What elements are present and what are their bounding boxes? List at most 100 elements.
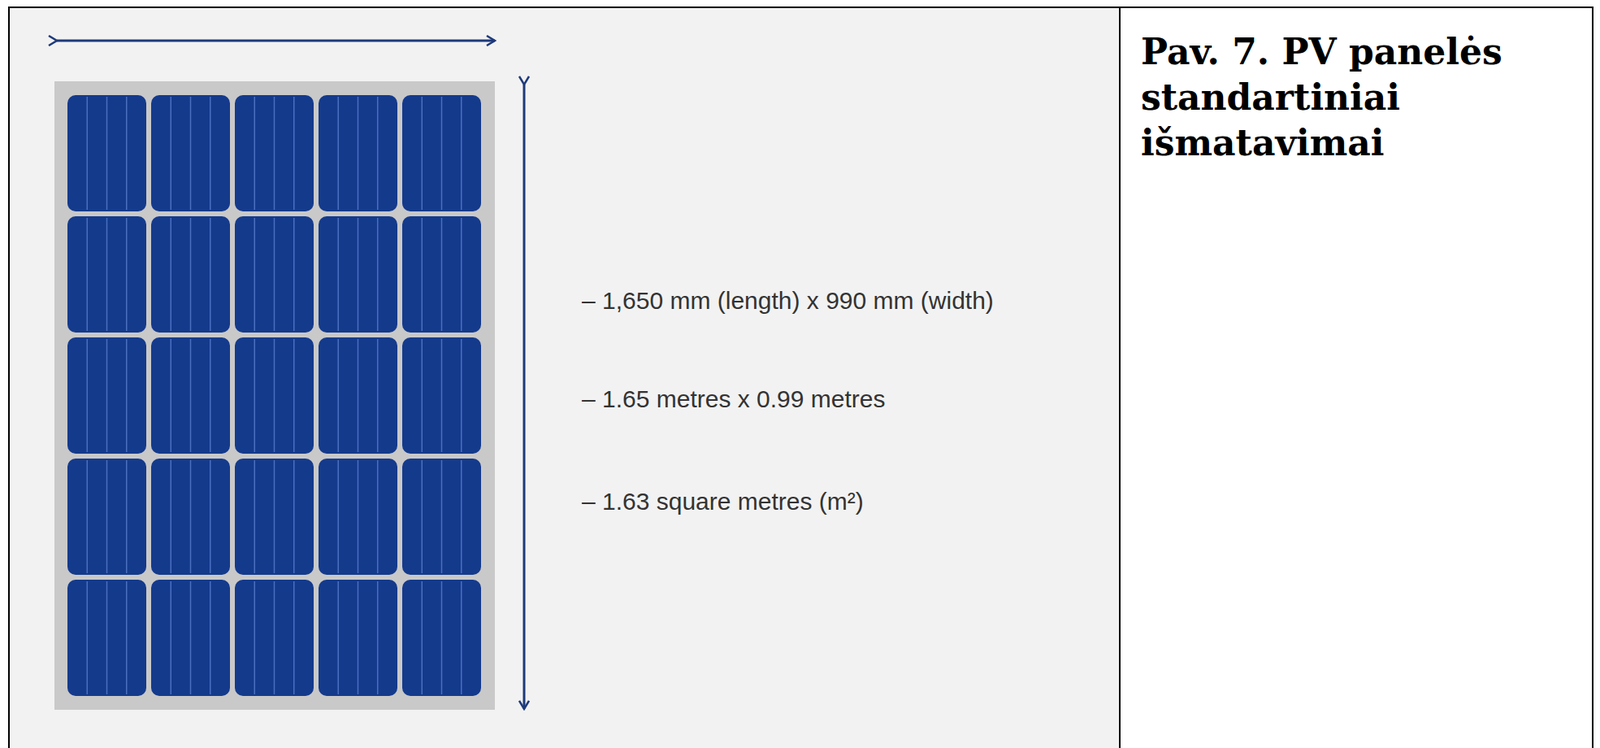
cell-busbar (441, 581, 443, 694)
solar-cell (67, 95, 147, 212)
solar-cell (318, 337, 398, 454)
cell-busbar (209, 217, 212, 331)
solar-cell (151, 216, 230, 333)
cell-busbar (190, 581, 192, 694)
cell-busbar (338, 96, 340, 210)
cell-busbar (170, 459, 173, 573)
cell-busbar (441, 96, 443, 210)
solar-cell (151, 579, 230, 696)
cell-busbar (460, 217, 463, 331)
cell-busbar (273, 96, 276, 210)
length-arrow (523, 84, 526, 709)
cell-busbar (254, 459, 256, 573)
cell-busbar (273, 338, 276, 452)
cell-busbar (209, 96, 212, 210)
solar-cell (402, 95, 482, 212)
cell-busbar (421, 338, 424, 452)
cell-busbar (209, 581, 212, 694)
width-arrow (56, 39, 495, 43)
cell-busbar (190, 338, 192, 452)
solar-cell (234, 337, 314, 454)
solar-cell (234, 216, 314, 333)
cell-busbar (377, 217, 379, 331)
cell-busbar (421, 217, 424, 331)
cell-busbar (293, 581, 295, 694)
solar-cell (318, 458, 398, 575)
table-border (8, 7, 10, 748)
cell-busbar (254, 581, 256, 694)
cell-busbar (357, 459, 360, 573)
cell-busbar (190, 459, 192, 573)
cell-busbar (357, 338, 360, 452)
table-border (1591, 7, 1594, 748)
cell-busbar (125, 217, 128, 331)
cell-busbar (273, 217, 276, 331)
cell-busbar (460, 96, 463, 210)
cell-busbar (421, 459, 424, 573)
table-border (1118, 7, 1121, 748)
cell-busbar (106, 338, 109, 452)
solar-cell (318, 216, 398, 333)
solar-cell (67, 216, 147, 333)
cell-busbar (254, 96, 256, 210)
cell-busbar (377, 459, 379, 573)
cell-busbar (170, 217, 173, 331)
cell-busbar (86, 581, 89, 694)
table-border (8, 6, 1594, 9)
cell-busbar (441, 217, 443, 331)
cell-busbar (338, 581, 340, 694)
cell-busbar (293, 338, 295, 452)
cell-busbar (125, 581, 128, 694)
solar-cell (234, 95, 314, 212)
solar-cell (402, 337, 482, 454)
cell-busbar (170, 338, 173, 452)
cell-busbar (190, 217, 192, 331)
dimension-label: – 1,650 mm (length) x 990 mm (width) (581, 286, 994, 315)
cell-busbar (441, 459, 443, 573)
cell-busbar (86, 338, 89, 452)
cell-busbar (209, 338, 212, 452)
solar-cell (151, 458, 230, 575)
cell-busbar (86, 96, 89, 210)
solar-cell (402, 216, 482, 333)
solar-cell (67, 337, 147, 454)
cell-busbar (357, 217, 360, 331)
solar-cell (67, 458, 147, 575)
solar-cell (402, 579, 482, 696)
cell-busbar (421, 96, 424, 210)
solar-cell (318, 579, 398, 696)
figure-caption: Pav. 7. PV panelės standartiniai išmatav… (1140, 29, 1580, 166)
cell-busbar (421, 581, 424, 694)
cell-busbar (209, 459, 212, 573)
cell-busbar (125, 459, 128, 573)
cell-busbar (125, 338, 128, 452)
cell-busbar (170, 96, 173, 210)
cell-busbar (254, 217, 256, 331)
cell-busbar (273, 581, 276, 694)
cell-busbar (273, 459, 276, 573)
cell-busbar (377, 581, 379, 694)
dimension-label: – 1.65 metres x 0.99 metres (581, 385, 886, 413)
cell-busbar (357, 96, 360, 210)
cell-busbar (377, 338, 379, 452)
solar-cell (402, 458, 482, 575)
panel-frame (54, 81, 495, 710)
cell-busbar (106, 581, 109, 694)
cell-busbar (338, 217, 340, 331)
cell-busbar (106, 96, 109, 210)
cell-busbar (170, 581, 173, 694)
panel-cells (67, 95, 482, 696)
cell-busbar (293, 459, 295, 573)
cell-busbar (460, 581, 463, 694)
cell-busbar (460, 338, 463, 452)
cell-busbar (86, 459, 89, 573)
cell-busbar (338, 338, 340, 452)
cell-busbar (254, 338, 256, 452)
cell-busbar (293, 96, 295, 210)
solar-cell (234, 458, 314, 575)
cell-busbar (377, 96, 379, 210)
solar-cell (151, 337, 230, 454)
cell-busbar (293, 217, 295, 331)
cell-busbar (338, 459, 340, 573)
cell-busbar (106, 217, 109, 331)
